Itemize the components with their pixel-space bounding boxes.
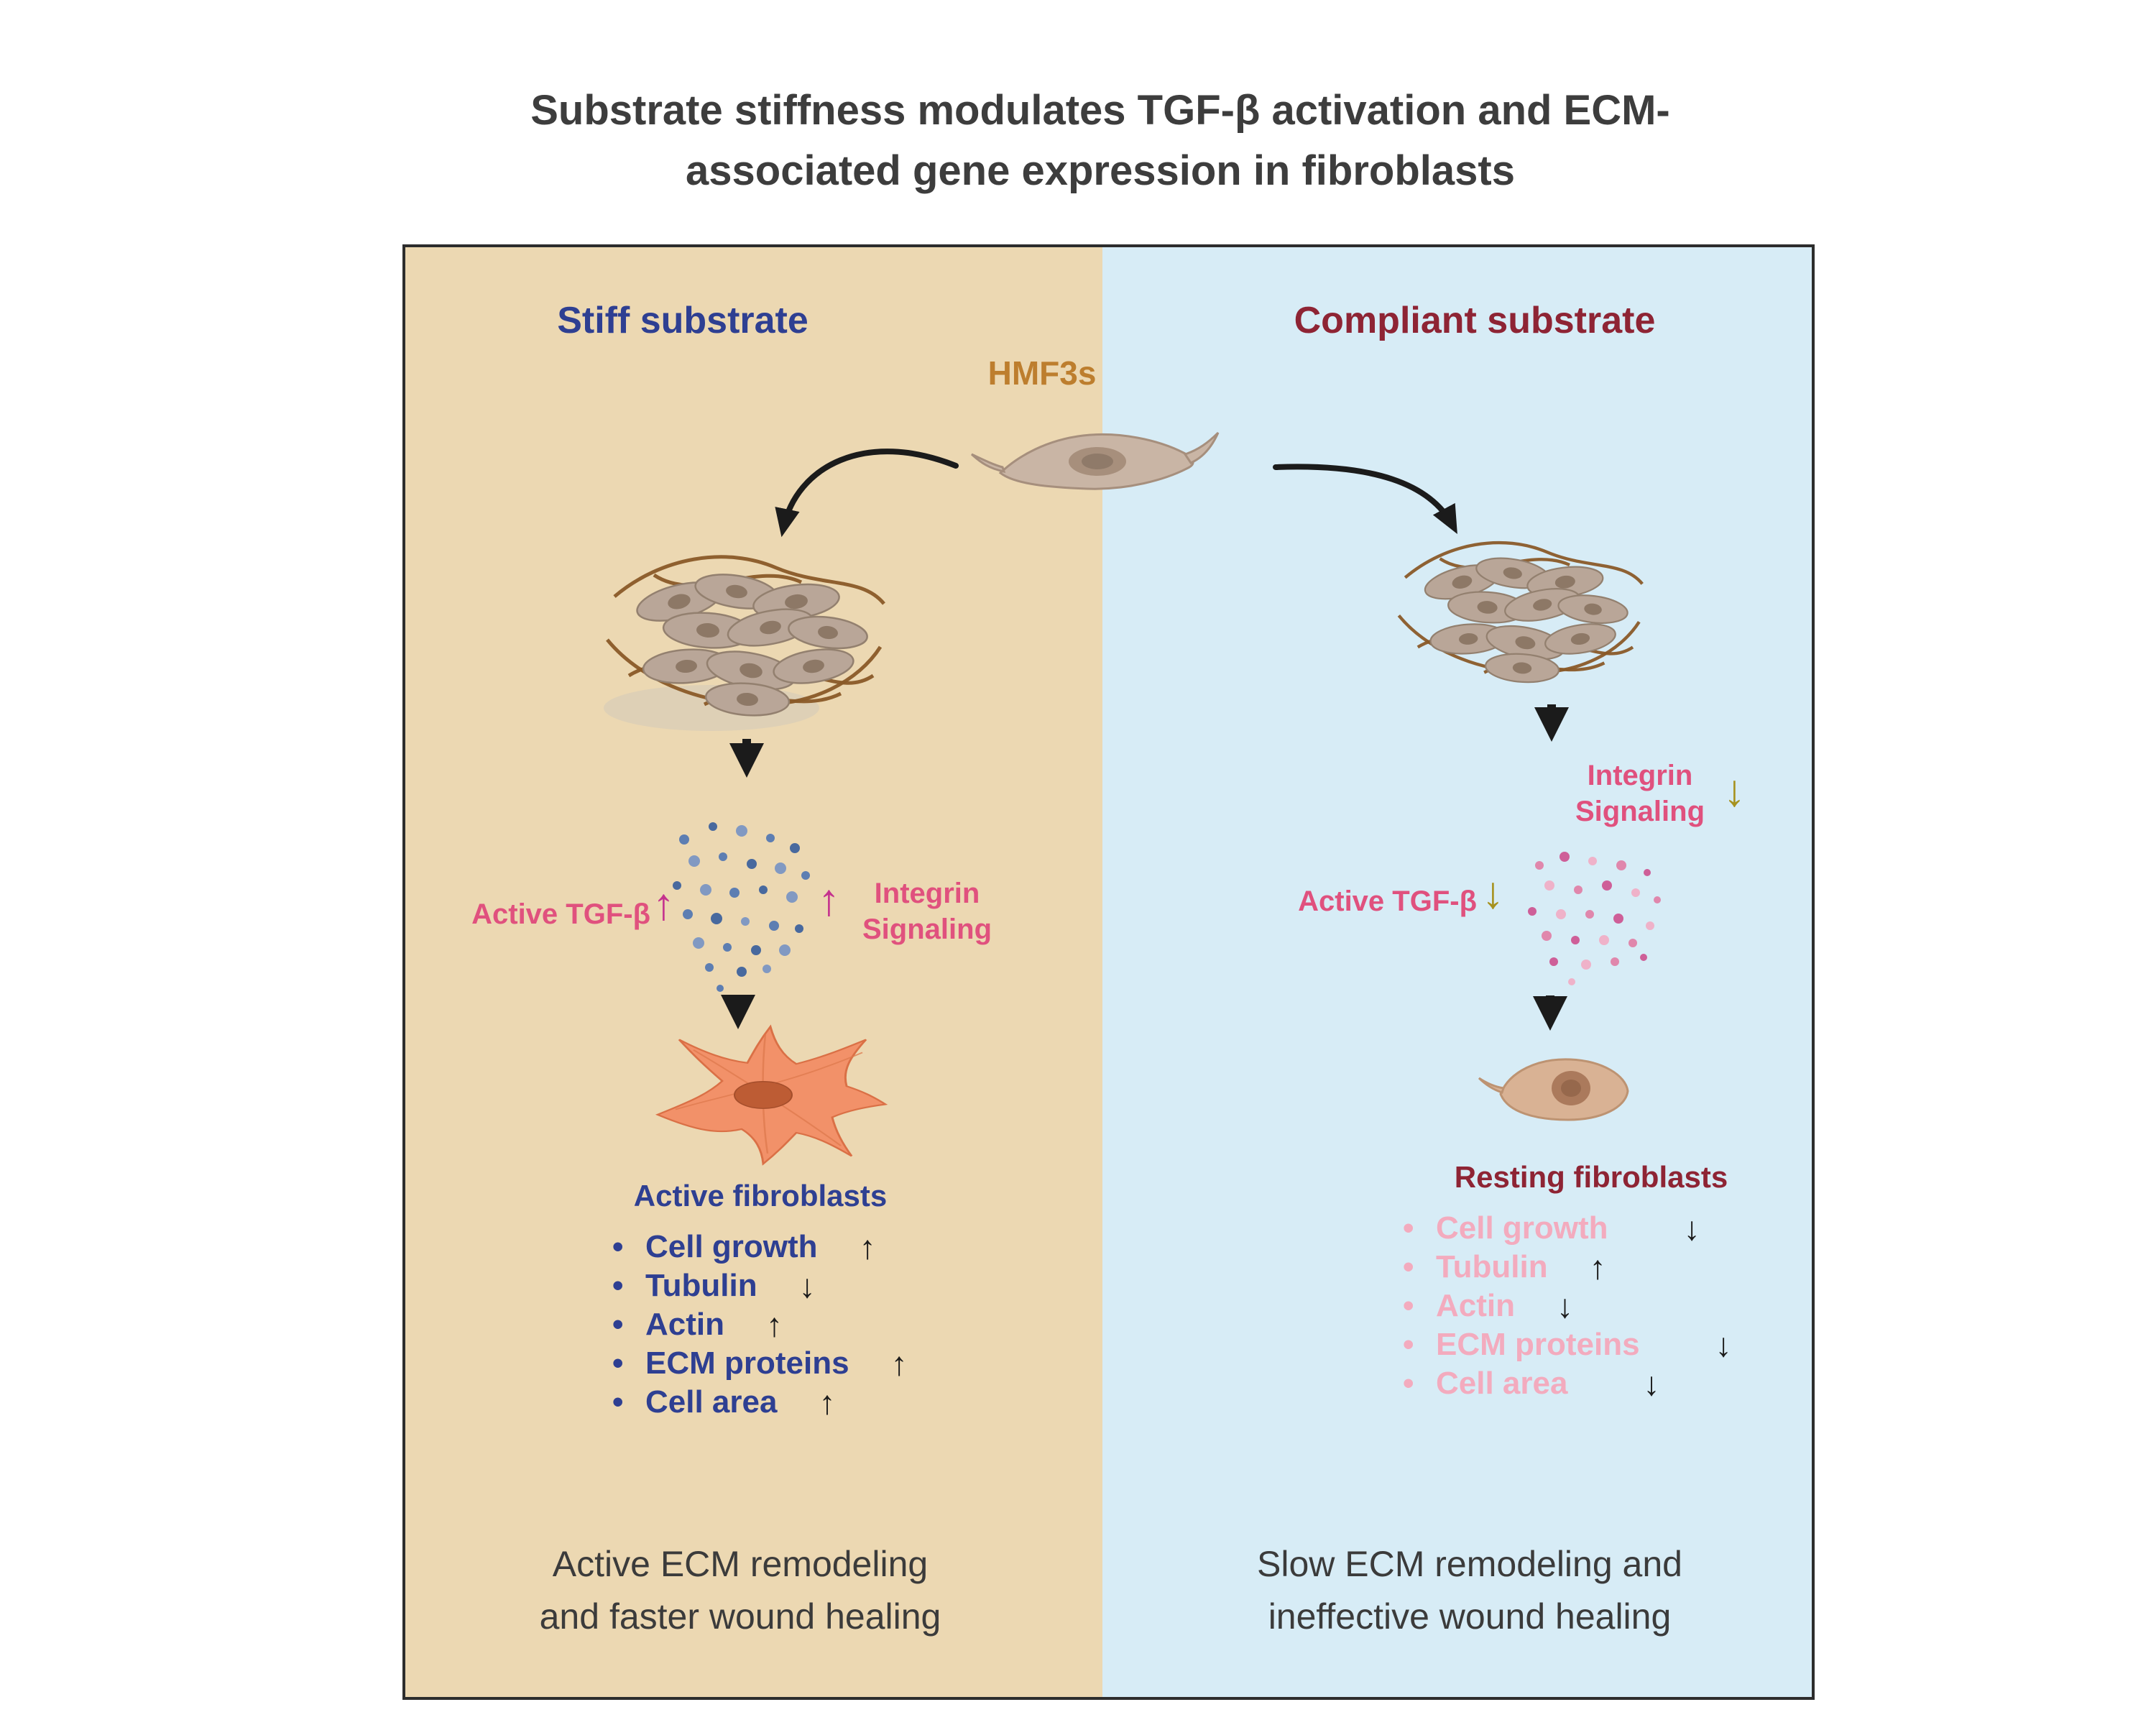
- list-item-cell-growth: • Cell growth ↑: [612, 1228, 908, 1266]
- list-item-actin: • Actin ↑: [612, 1305, 908, 1344]
- list-item-label: Actin: [645, 1307, 724, 1342]
- list-item-label: Actin: [1436, 1288, 1515, 1323]
- bullet-icon: •: [1403, 1288, 1414, 1323]
- list-item-label: ECM proteins: [645, 1346, 849, 1381]
- list-item-ecm-proteins: • ECM proteins ↑: [612, 1344, 908, 1383]
- stiff-tgf-up-arrow-icon: ↑: [653, 880, 675, 929]
- bullet-icon: •: [1403, 1327, 1414, 1362]
- bullet-icon: •: [612, 1384, 624, 1420]
- trend-down-arrow-icon: ↓: [1643, 1365, 1660, 1402]
- resting-fibroblasts-label: Resting fibroblasts: [1454, 1160, 1728, 1194]
- trend-up-arrow-icon: ↑: [1589, 1248, 1606, 1286]
- bullet-icon: •: [1403, 1366, 1414, 1401]
- bullet-icon: •: [612, 1346, 624, 1381]
- list-item-cell-area: • Cell area ↑: [612, 1383, 908, 1422]
- stiff-outcome-line2: and faster wound healing: [539, 1596, 941, 1637]
- stiff-integrin-up-arrow-icon: ↑: [818, 875, 840, 925]
- bullet-icon: •: [612, 1268, 624, 1303]
- trend-up-arrow-icon: ↑: [766, 1306, 783, 1343]
- active-fibroblasts-label: Active fibroblasts: [633, 1179, 888, 1213]
- compliant-integrin-signaling-label: Integrin Signaling: [1561, 758, 1719, 829]
- bullet-icon: •: [1403, 1249, 1414, 1284]
- compliant-outcome-line2: ineffective wound healing: [1268, 1596, 1672, 1637]
- stiff-active-tgf-label: Active TGF-β: [471, 898, 650, 930]
- compliant-active-tgf-label: Active TGF-β: [1298, 886, 1477, 917]
- bullet-icon: •: [612, 1229, 624, 1264]
- compliant-substrate-heading: Compliant substrate: [1294, 300, 1656, 341]
- trend-down-arrow-icon: ↓: [798, 1267, 816, 1305]
- list-item-label: ECM proteins: [1436, 1327, 1640, 1362]
- panel-compliant-substrate: [1102, 247, 1812, 1697]
- trend-down-arrow-icon: ↓: [1557, 1287, 1573, 1325]
- stiff-outcome-line1: Active ECM remodeling: [552, 1544, 929, 1584]
- list-item-label: Tubulin: [645, 1268, 757, 1303]
- stiff-integrin-line1: Integrin: [874, 878, 980, 909]
- trend-up-arrow-icon: ↑: [819, 1384, 836, 1421]
- list-item-label: Tubulin: [1436, 1249, 1548, 1284]
- list-item-cell-growth: • Cell growth ↓: [1403, 1209, 1732, 1248]
- panel-stiff-substrate: [405, 247, 1102, 1697]
- trend-down-arrow-icon: ↓: [1683, 1210, 1700, 1247]
- trend-up-arrow-icon: ↑: [890, 1345, 908, 1382]
- list-item-label: Cell growth: [645, 1229, 818, 1264]
- list-item-tubulin: • Tubulin ↓: [612, 1266, 908, 1305]
- trend-up-arrow-icon: ↑: [859, 1228, 876, 1266]
- comparison-box: [402, 244, 1815, 1700]
- stiff-substrate-heading: Stiff substrate: [557, 300, 808, 341]
- trend-down-arrow-icon: ↓: [1715, 1326, 1732, 1363]
- figure-title-line2: associated gene expression in fibroblast…: [686, 147, 1515, 195]
- figure-title: Substrate stiffness modulates TGF-β acti…: [382, 80, 1819, 201]
- list-item-tubulin: • Tubulin ↑: [1403, 1248, 1732, 1287]
- compliant-tgf-down-arrow-icon: ↓: [1482, 868, 1504, 918]
- stiff-effects-list: • Cell growth ↑ • Tubulin ↓ • Actin ↑ • …: [612, 1228, 908, 1422]
- compliant-effects-list: • Cell growth ↓ • Tubulin ↑ • Actin ↓ • …: [1403, 1209, 1732, 1403]
- stiff-integrin-line2: Signaling: [862, 914, 992, 945]
- list-item-label: Cell growth: [1436, 1210, 1608, 1246]
- compliant-integrin-line2: Signaling: [1575, 796, 1705, 827]
- compliant-outcome-text: Slow ECM remodeling and ineffective woun…: [1175, 1538, 1764, 1642]
- list-item-cell-area: • Cell area ↓: [1403, 1364, 1732, 1403]
- list-item-label: Cell area: [1436, 1366, 1568, 1401]
- compliant-integrin-down-arrow-icon: ↓: [1723, 766, 1746, 816]
- stiff-outcome-text: Active ECM remodeling and faster wound h…: [446, 1538, 1035, 1642]
- compliant-outcome-line1: Slow ECM remodeling and: [1257, 1544, 1682, 1584]
- bullet-icon: •: [612, 1307, 624, 1342]
- hmf3s-label: HMF3s: [987, 354, 1097, 392]
- list-item-label: Cell area: [645, 1384, 778, 1420]
- compliant-integrin-line1: Integrin: [1587, 760, 1693, 791]
- figure-title-line1: Substrate stiffness modulates TGF-β acti…: [530, 87, 1670, 134]
- stiff-integrin-signaling-label: Integrin Signaling: [848, 875, 1006, 947]
- list-item-ecm-proteins: • ECM proteins ↓: [1403, 1325, 1732, 1364]
- list-item-actin: • Actin ↓: [1403, 1287, 1732, 1325]
- bullet-icon: •: [1403, 1210, 1414, 1246]
